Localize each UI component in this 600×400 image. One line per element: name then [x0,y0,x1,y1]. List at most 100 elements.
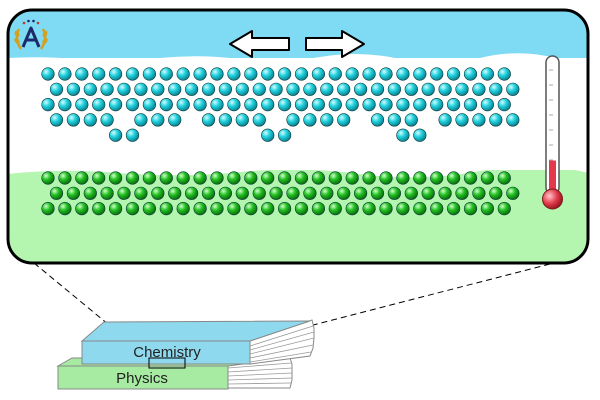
physics-atom [379,171,393,185]
chemistry-atom [404,113,418,127]
chemistry-atom [151,82,165,96]
chemistry-atom [396,128,410,142]
thermometer-liquid-level [549,160,556,192]
chemistry-atom [447,97,461,112]
chemistry-atom [66,82,80,96]
physics-atom [480,171,495,185]
chemistry-atom [210,97,224,112]
chemistry-atom [159,67,173,81]
chemistry-atom [244,97,258,112]
chemistry-atom [92,97,106,112]
chemistry-atom [252,113,266,127]
physics-atom [447,202,461,216]
right-arrow-icon[interactable] [305,30,365,58]
chemistry-atom [294,97,309,112]
chemistry-atom [345,67,359,81]
physics-atom [100,186,114,200]
chemistry-atom [125,67,140,81]
physics-atom [430,202,444,216]
physics-atom [303,186,317,200]
chemistry-atom [218,82,232,96]
chemistry-atom [354,82,368,96]
physics-atom [354,186,368,200]
physics-atom [447,171,461,185]
chemistry-atom [278,97,292,112]
chemistry-atom [430,67,444,81]
physics-atom [108,171,123,185]
chemistry-atom [75,97,89,112]
physics-atom [235,186,249,200]
physics-atom [227,202,241,216]
chemistry-atom [142,67,156,81]
chemistry-atom [49,82,64,96]
physics-atom [379,202,393,216]
thermometer-ticks [549,69,553,161]
physics-atom [430,171,444,185]
physics-atom [421,186,435,200]
physics-atom [134,186,148,200]
chemistry-atom [413,67,427,81]
chemistry-atom [134,82,148,96]
chemistry-atom [506,82,520,96]
physics-atom [176,202,190,216]
physics-atom [49,186,64,200]
physics-atom [294,171,309,185]
chemistry-atom [294,67,309,81]
chemistry-atom [370,113,385,127]
chemistry-atom [286,82,300,96]
chemistry-atom [92,67,106,81]
chemistry-atom [345,97,359,112]
physics-atom [218,186,232,200]
chemistry-atom [413,128,427,142]
physics-atom [185,186,199,200]
chemistry-atom [66,113,80,127]
chemistry-atom [193,97,207,112]
chemistry-book-spine [81,340,251,365]
physics-atom [396,202,410,216]
physics-atom [261,202,275,216]
chemistry-atom [108,97,123,112]
chemistry-atom [41,67,55,81]
physics-atom [193,202,207,216]
chemistry-atom [387,82,402,96]
chemistry-atom [320,82,334,96]
chemistry-atom [497,97,511,112]
physics-book-label: Physics [116,370,168,387]
chemistry-atom [472,82,486,96]
chemistry-atom [58,97,72,112]
chemistry-atom [404,82,418,96]
physics-atom [497,171,511,185]
chemistry-atom [218,113,232,127]
zoom-panel [8,10,588,263]
physics-atom [404,186,418,200]
physics-atom [227,171,241,185]
chemistry-atom [480,67,495,81]
physics-atom [151,186,165,200]
thermometer-icon [542,55,563,210]
left-arrow-icon[interactable] [229,30,290,58]
chemistry-atom [58,67,72,81]
chemistry-atom [269,82,283,96]
chemistry-atom [379,97,393,112]
chemistry-atom [201,82,216,96]
chemistry-atom [227,67,241,81]
physics-atom [286,186,300,200]
physics-atom [506,186,520,200]
chemistry-atom [320,113,334,127]
chemistry-atom [201,113,216,127]
chemistry-atom [421,82,435,96]
physics-atom [320,186,334,200]
physics-atom [362,171,376,185]
chemistry-atom [278,128,292,142]
chemistry-atom [125,97,140,112]
physics-atom [311,171,326,185]
physics-atom [244,202,258,216]
chemistry-atom [261,128,275,142]
chemistry-atom [311,67,326,81]
physics-atom [489,186,503,200]
chemistry-atom [447,67,461,81]
physics-atom [413,202,427,216]
chemistry-atom [176,97,190,112]
physics-atom [480,202,495,216]
chemistry-atom [244,67,258,81]
